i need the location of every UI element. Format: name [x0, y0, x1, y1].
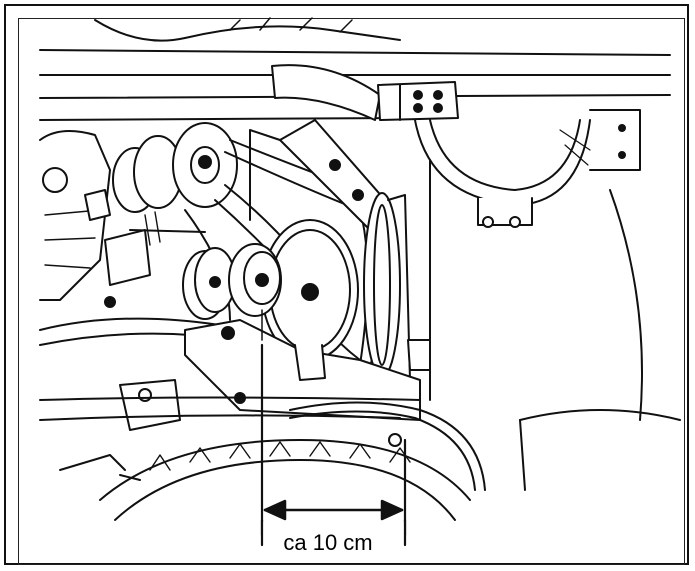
- wheel-tire: [59, 439, 471, 521]
- dimension-arrow: [263, 499, 404, 521]
- dimension-label: ca 10 cm: [283, 530, 373, 555]
- base-plate: [39, 319, 431, 431]
- strap-clamp: [271, 64, 459, 121]
- auger-pulley: [363, 192, 411, 386]
- tensioner-pulleys: [182, 243, 282, 320]
- tensioner-spring: [129, 211, 263, 341]
- figure-panel: [18, 18, 685, 565]
- engine-pulley: [112, 122, 238, 213]
- discharge-housing: [414, 109, 681, 491]
- control-cable: [289, 401, 486, 491]
- mounting-bracket: [249, 119, 386, 231]
- engine-block: [39, 130, 236, 346]
- frame-tubes: [39, 17, 671, 121]
